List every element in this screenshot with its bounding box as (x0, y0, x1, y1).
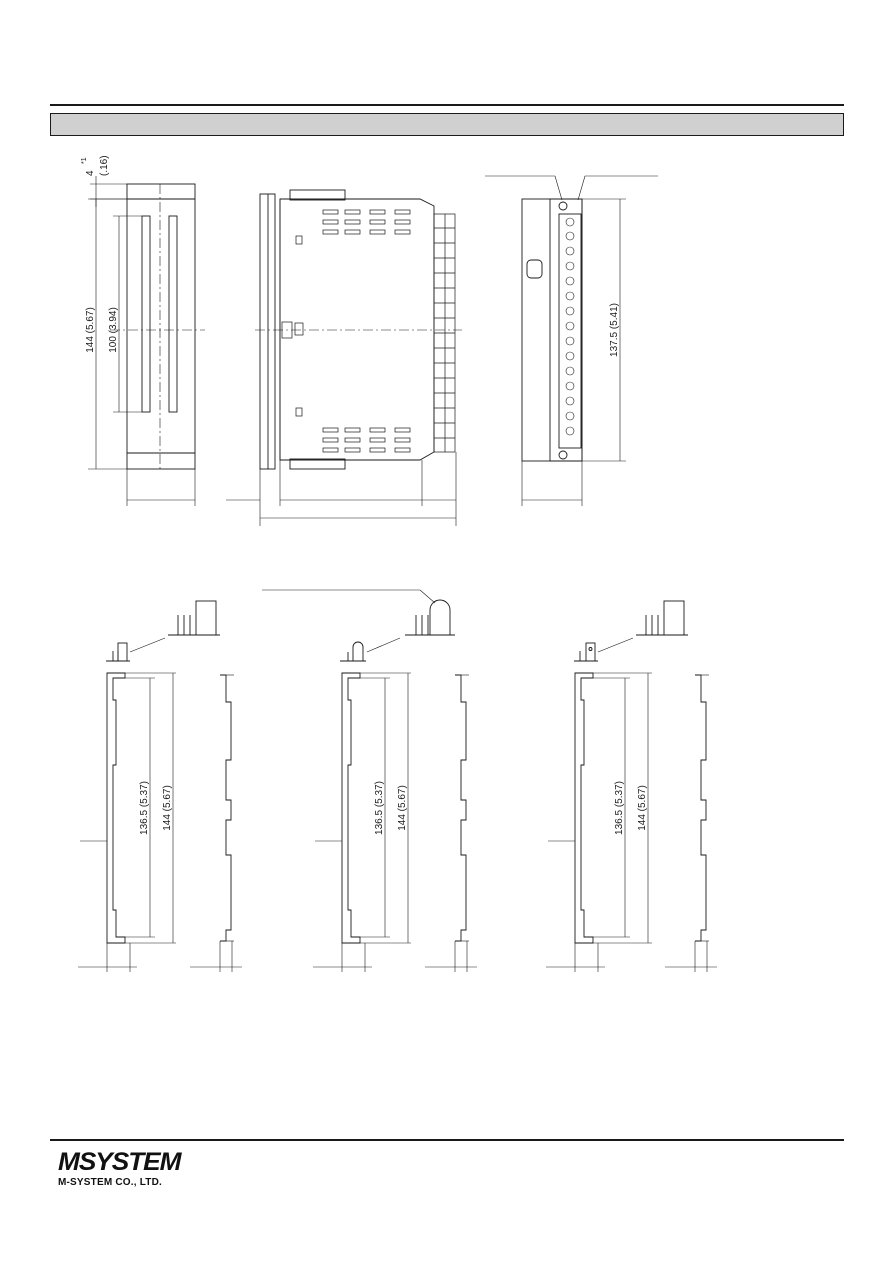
dim-bracket-2-136-5: 136.5 (5.37) (374, 781, 385, 835)
company-logo: MSYSTEM M-SYSTEM CO., LTD. (58, 1150, 182, 1189)
dim-window-100: 100 (3.94) (108, 307, 119, 353)
dim-bracket-2-144: 144 (5.67) (397, 785, 408, 831)
dim-terminal-137-5: 137.5 (5.41) (609, 303, 620, 357)
dim-gap-4: 4 (85, 170, 96, 176)
logo-wordmark: MSYSTEM (58, 1148, 182, 1176)
header-rule (50, 104, 844, 106)
dim-bracket-3-136-5: 136.5 (5.37) (614, 781, 625, 835)
dim-gap-4-sup: *1 (81, 157, 88, 164)
bracket-view-1 (78, 600, 242, 972)
dim-height-144: 144 (5.67) (85, 307, 96, 353)
front-view (88, 176, 205, 506)
dim-gap-4-in: (.16) (99, 155, 110, 176)
section-title-bar (50, 113, 844, 136)
rear-view (485, 175, 658, 506)
bracket-view-3 (546, 600, 717, 972)
dim-bracket-1-144: 144 (5.67) (162, 785, 173, 831)
company-name: M-SYSTEM CO., LTD. (58, 1177, 162, 1188)
side-view (226, 189, 462, 526)
bracket-view-2 (313, 599, 477, 972)
dim-bracket-3-144: 144 (5.67) (637, 785, 648, 831)
footer-rule (50, 1139, 844, 1141)
dim-bracket-1-136-5: 136.5 (5.37) (139, 781, 150, 835)
